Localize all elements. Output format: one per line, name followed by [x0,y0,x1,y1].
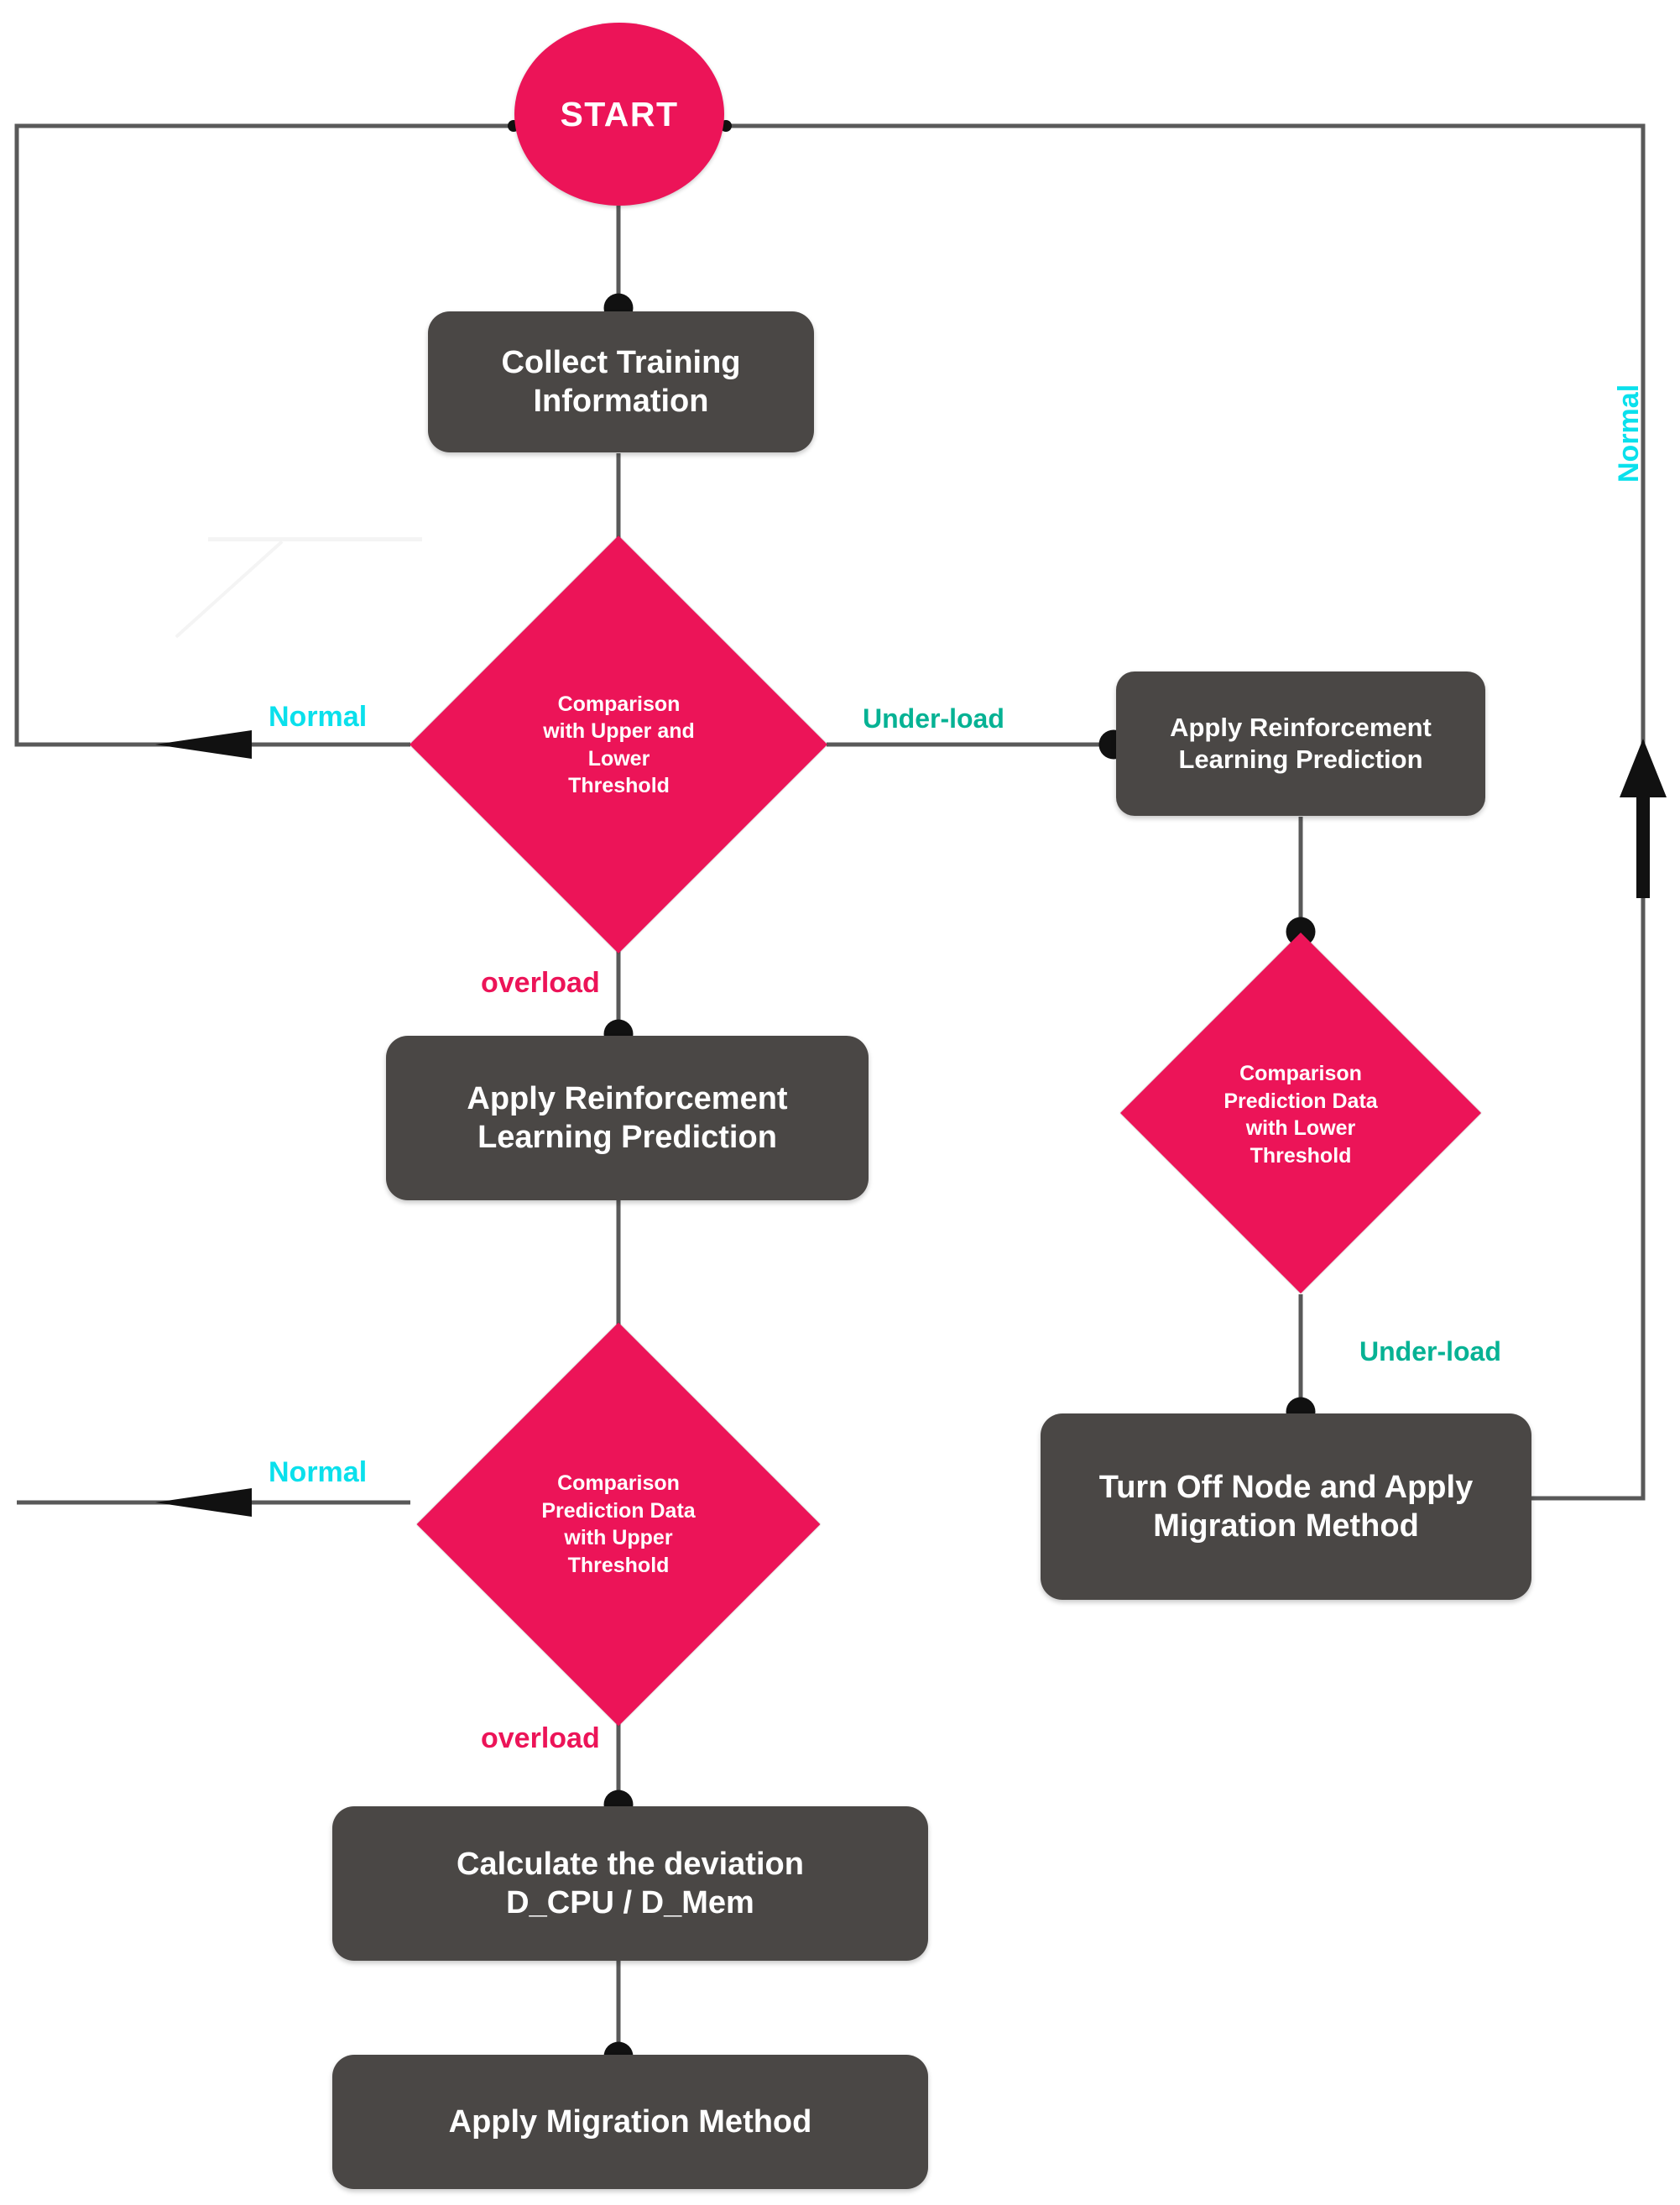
node-apply-rl-prediction-center[interactable]: Apply Reinforcement Learning Prediction [386,1036,869,1200]
node-apply-rl-prediction-right[interactable]: Apply Reinforcement Learning Prediction [1116,671,1485,816]
edge-label-underload-top: Under-load [863,703,1004,734]
arrowhead [1620,739,1667,797]
scan-artifact [208,537,422,541]
node-start-label: START [560,94,679,133]
arrowhead [155,730,252,759]
node-turn-off-node-apply-migration[interactable]: Turn Off Node and Apply Migration Method [1041,1413,1531,1600]
node-collect-training-information[interactable]: Collect Training Information [428,311,814,452]
node-start[interactable]: START [514,23,724,206]
edge-label-normal-bottom-left: Normal [269,1456,368,1488]
node-rl-center-label: Apply Reinforcement Learning Prediction [467,1080,788,1155]
arrowhead [155,1488,252,1517]
edge-label-underload-right: Under-load [1359,1336,1501,1366]
edge-label-overload-top: overload [481,967,600,999]
edge-label-overload-bottom: overload [481,1722,600,1754]
node-calculate-deviation[interactable]: Calculate the deviation D_CPU / D_Mem [332,1806,928,1961]
node-migration-label: Apply Migration Method [448,2103,812,2140]
node-apply-migration-method[interactable]: Apply Migration Method [332,2055,928,2189]
edge-label-normal-right-vertical: Normal [1613,384,1645,483]
node-turnoff-label: Turn Off Node and Apply Migration Method [1098,1469,1474,1544]
node-rl-right-label: Apply Reinforcement Learning Prediction [1170,713,1432,774]
node-collect-label: Collect Training Information [501,344,741,419]
edge-label-normal-top-left: Normal [269,701,368,733]
node-deviation-label: Calculate the deviation D_CPU / D_Mem [457,1846,804,1920]
